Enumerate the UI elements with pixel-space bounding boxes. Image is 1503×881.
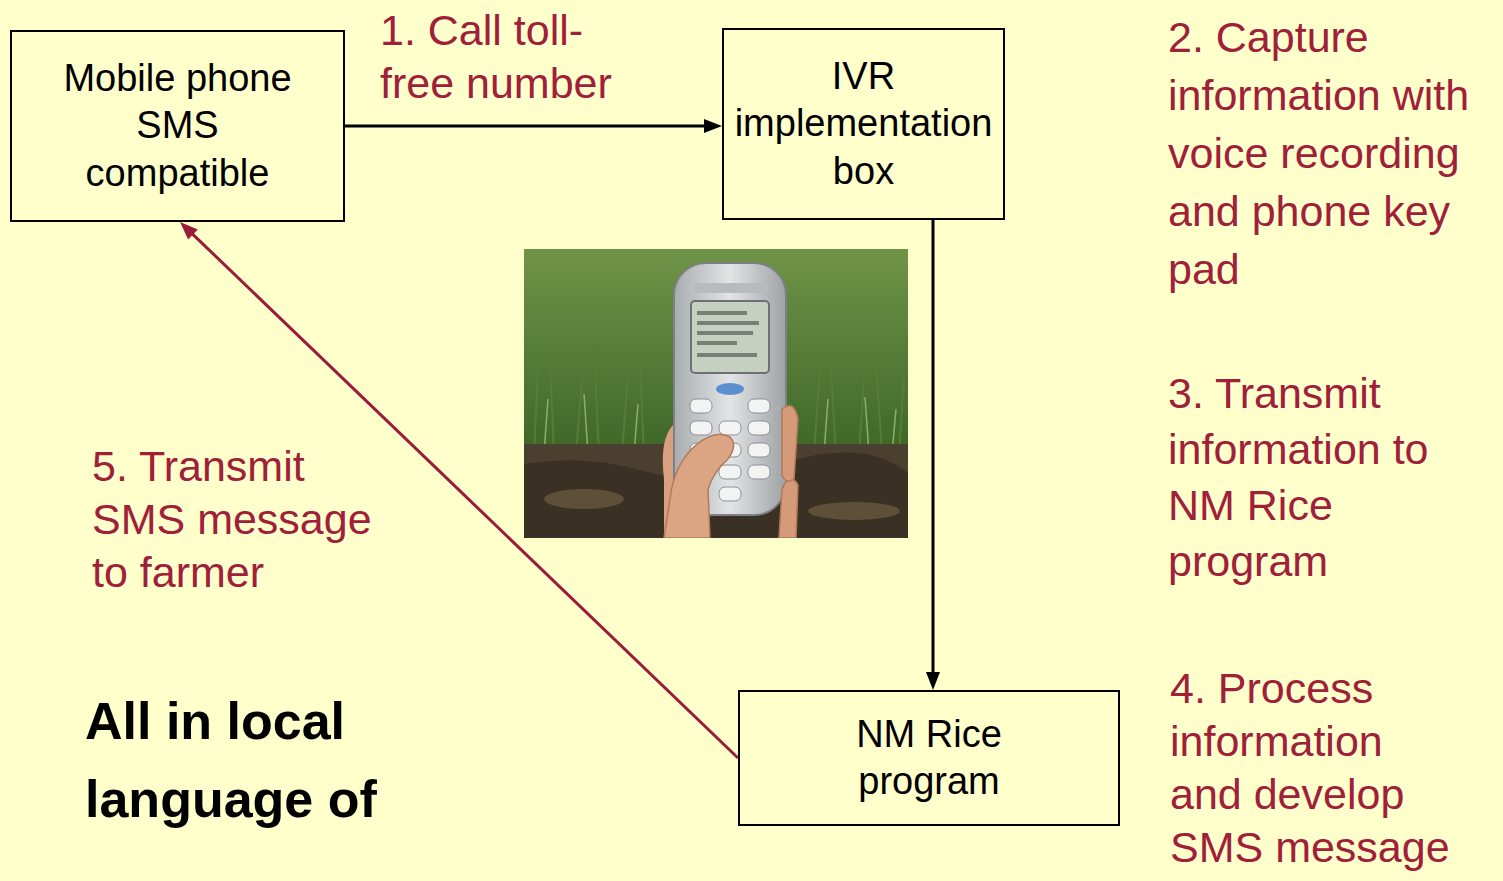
arrow-head [704, 119, 722, 133]
box-label: Mobile phone SMS compatible [47, 55, 308, 196]
step-label: 5. Transmit SMS message to farmer [92, 440, 382, 599]
flow-arrow [345, 119, 722, 133]
emphasis-note: All in local language of [85, 682, 385, 838]
box-label: IVR implementation box [732, 53, 995, 194]
box-label: NM Rice program [810, 711, 1048, 805]
arrow-head [926, 672, 940, 690]
program-box: NM Rice program [738, 690, 1120, 826]
box-text-holder: Mobile phone SMS compatible [47, 55, 308, 196]
flow-arrow [926, 220, 940, 690]
box-text-holder: IVR implementation box [732, 53, 995, 194]
arrow-line [932, 220, 935, 674]
phone-photo [524, 249, 908, 538]
device-box: Mobile phone SMS compatible [10, 30, 345, 222]
step-note: 4. Process information and develop SMS m… [1170, 662, 1455, 874]
arrow-line [345, 125, 706, 128]
step-label: 1. Call toll-free number [380, 4, 650, 110]
step-note: 2. Capture information with voice record… [1168, 8, 1488, 298]
box-text-holder: NM Rice program [810, 711, 1048, 805]
process-box: IVR implementation box [722, 28, 1005, 220]
step-note: 3. Transmit information to NM Rice progr… [1168, 365, 1488, 589]
arrow-head [180, 222, 198, 240]
